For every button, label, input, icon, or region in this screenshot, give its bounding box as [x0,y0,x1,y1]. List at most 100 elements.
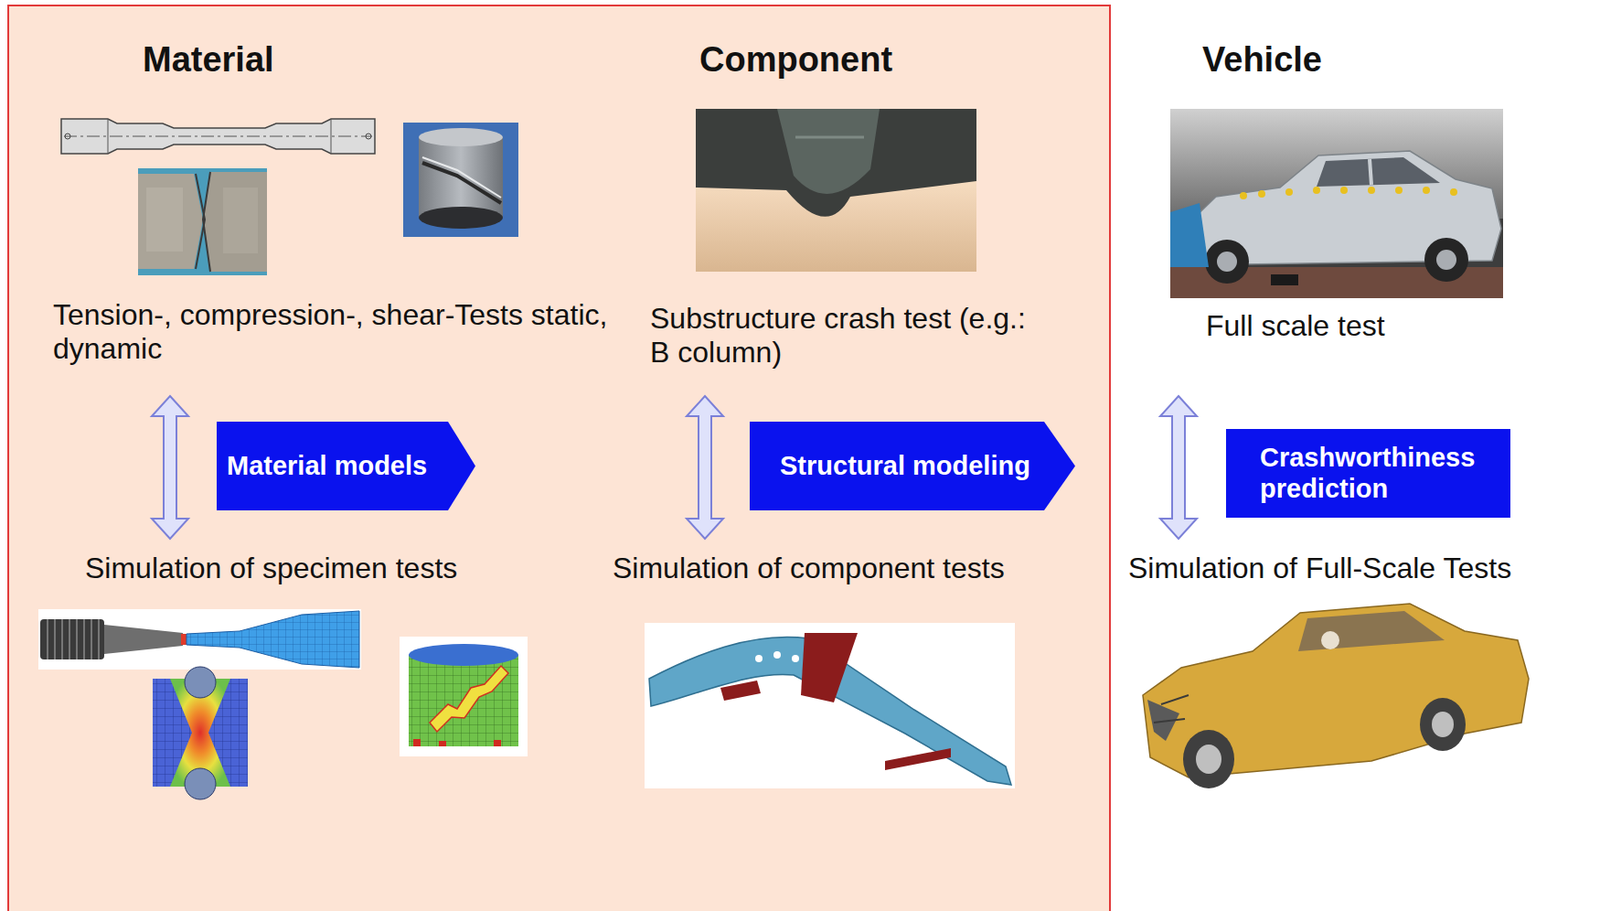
specimen-drawing-part [365,133,372,139]
specimen-drawing [61,118,375,154]
b-column-mesh-part [755,654,763,662]
specimen-mesh-part [181,633,187,645]
component-photo-part [695,181,977,272]
vehicle-photo-part [1270,274,1299,286]
text-holder: Structural modeling [779,450,1031,481]
vehicle-photo-part [1170,202,1209,267]
cylinder-mesh-part [399,636,528,757]
fracture-photo-part [146,187,183,252]
vehicle-photo-part [1395,186,1403,194]
vehicle-photo-part [1422,186,1430,194]
car-model-part [1431,711,1454,737]
specimen-mesh-part [47,618,99,660]
test-caption: Tension-, compression-, shear-Tests stat… [53,298,643,366]
cylinder-mesh-part [413,738,421,747]
double-arrow [151,395,1197,539]
fracture-photo-part [202,171,211,272]
specimen-mesh-part [104,624,183,654]
double-arrow-part [151,395,189,539]
b-column-mesh-part [773,650,781,659]
b-column-mesh-part [791,654,800,662]
cylinder-photo-part [422,157,502,198]
car-model-part [1183,729,1235,789]
car-model-part [1153,694,1189,723]
fracture-photo-part [223,187,258,254]
vehicle-photo-part [1367,186,1376,194]
specimen-drawing-part [107,118,109,154]
double-arrow-part [1160,395,1197,539]
vehicle-photo-part [1312,186,1321,194]
cylinder-photo-part [418,206,503,229]
component-photo-part [795,136,864,139]
vehicle-photo-part [1340,186,1348,194]
panel-background [8,5,1110,911]
arrow-box: Material models [216,421,476,511]
specimen-drawing-part [64,133,71,139]
specimen-mesh-part [40,618,105,660]
specimen-mesh [38,608,362,670]
specimen-mesh-part [186,610,360,668]
test-caption: Substructure crash test (e.g.: B column) [650,301,1053,370]
notched-mesh-part [184,768,216,800]
specimen-drawing-part [64,136,373,138]
shape-fill [749,421,1076,511]
vehicle-photo-part [1450,188,1458,196]
component-photo-part [777,108,880,194]
specimen-mesh-part [38,608,362,670]
car-model-part [1195,744,1222,774]
vehicle-photo [1170,108,1504,299]
vehicle-photo-part [1239,192,1248,200]
cylinder-mesh-part [408,643,519,666]
car-model-part [1321,630,1340,650]
double-arrow-part [686,395,724,539]
b-column-mesh-part [644,622,1015,789]
text-holder: Crashworthiness prediction [1259,442,1504,504]
shape-fill [1226,428,1511,518]
cylinder-mesh-part [429,665,509,732]
vehicle-photo-part [1316,157,1440,187]
fracture-photo-part [202,171,267,272]
cylinder-mesh-part [493,739,502,747]
box-label: Crashworthiness prediction [1259,442,1504,504]
vehicle-photo-part [1205,239,1249,284]
vehicle-photo-part [1258,190,1266,198]
fracture-photo-part [138,173,203,269]
notched-mesh-part [184,666,216,698]
cylinder-photo-part [418,137,503,218]
cylinder-photo [403,122,519,237]
process-box: Crashworthiness prediction [1226,428,1511,518]
cylinder-photo-part [418,128,503,147]
vehicle-photo-part [1170,108,1504,299]
test-caption: Full scale test [1205,309,1386,343]
vehicle-photo-part [1369,159,1372,185]
car-model-part [1142,603,1529,778]
car-model-part [1419,697,1466,751]
b-column-mesh-part [720,680,761,701]
component-photo [695,108,977,272]
car-model [1142,603,1529,789]
cylinder-photo-part [403,122,519,237]
cylinder-mesh-part [408,654,519,747]
component-photo-part [695,108,977,272]
b-column-mesh-part [800,632,858,703]
cylinder-photo-part [422,162,502,203]
car-model-part [1298,610,1445,651]
column-heading: Vehicle [1202,40,1323,81]
arrow-box: Structural modeling [749,421,1076,511]
b-column-mesh [644,622,1015,789]
box-label: Material models [226,450,427,481]
b-column-mesh-part [885,747,951,770]
vehicle-photo-part [1436,249,1457,270]
vehicle-photo-part [1285,188,1293,196]
text-holder: Material models [226,450,427,481]
column-heading: Material [142,40,275,81]
fracture-photo [138,168,267,276]
simulation-caption: Simulation of component tests [612,551,1005,586]
simulation-caption: Simulation of specimen tests [85,551,458,586]
notched-mesh [152,666,248,800]
shape-fill [216,421,476,511]
specimen-drawing-part [61,118,375,154]
column-heading: Component [699,40,893,81]
specimen-drawing-part [330,118,332,154]
